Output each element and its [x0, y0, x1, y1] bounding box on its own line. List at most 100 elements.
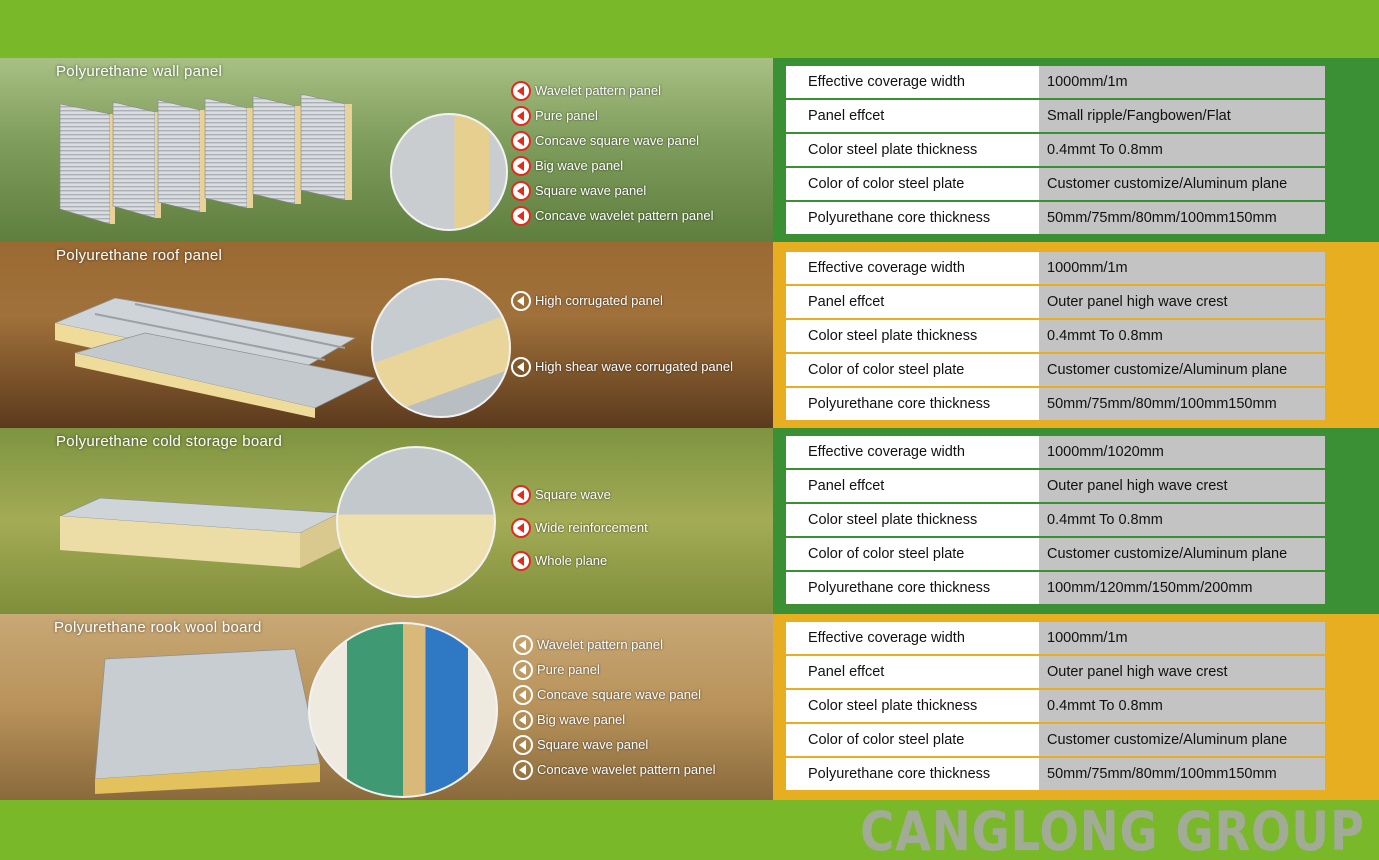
list-item: Concave square wave panel — [511, 128, 714, 153]
rock-wool-panel-image — [95, 648, 321, 794]
list-item: Square wave — [511, 482, 648, 507]
list-item: Pure panel — [513, 657, 716, 682]
spec-key: Color of color steel plate — [786, 354, 1039, 386]
arrow-left-icon — [511, 130, 531, 151]
section-title: Polyurethane roof panel — [56, 247, 223, 264]
list-item: Whole plane — [511, 548, 648, 573]
section-roof-panel: Polyurethane roof panel High corrugated … — [0, 242, 1379, 428]
rock-wool-detail-image — [308, 622, 498, 798]
roof-panel-detail-image — [371, 278, 511, 418]
spec-value: 100mm/120mm/150mm/200mm — [1039, 572, 1325, 604]
spec-value: 1000mm/1m — [1039, 622, 1325, 654]
spec-key: Color of color steel plate — [786, 168, 1039, 200]
spec-value: 1000mm/1020mm — [1039, 436, 1325, 468]
spec-key: Effective coverage width — [786, 436, 1039, 468]
spec-value: 1000mm/1m — [1039, 66, 1325, 98]
list-item: Concave square wave panel — [513, 682, 716, 707]
spec-key: Polyurethane core thickness — [786, 572, 1039, 604]
wall-panel-detail-image — [390, 113, 508, 231]
cold-storage-panel-image — [60, 498, 340, 568]
arrow-left-icon — [511, 484, 531, 505]
spec-value: 0.4mmt To 0.8mm — [1039, 320, 1325, 352]
spec-key: Effective coverage width — [786, 252, 1039, 284]
spec-value: Small ripple/Fangbowen/Flat — [1039, 100, 1325, 132]
wall-panel-type-list: Wavelet pattern panel Pure panel Concave… — [511, 78, 714, 228]
section-cold-storage-board: Polyurethane cold storage board Square w… — [0, 428, 1379, 614]
arrow-left-icon — [511, 550, 531, 571]
roof-panel-type-list: High corrugated panel High shear wave co… — [511, 288, 733, 379]
arrow-left-icon — [511, 105, 531, 126]
section-rock-wool-board: Polyurethane rook wool board Wavelet pat… — [0, 614, 1379, 800]
list-item: High corrugated panel — [511, 288, 733, 313]
section-title: Polyurethane cold storage board — [56, 433, 283, 450]
spec-key: Effective coverage width — [786, 66, 1039, 98]
brand-logo-text: CANGLONG GROUP — [860, 800, 1365, 860]
spec-key: Color steel plate thickness — [786, 504, 1039, 536]
list-item: High shear wave corrugated panel — [511, 354, 733, 379]
section-wall-panel: Polyurethane wall panel Wavelet pattern … — [0, 58, 1379, 242]
arrow-left-icon — [513, 759, 533, 780]
spec-value: 1000mm/1m — [1039, 252, 1325, 284]
spec-value: 0.4mmt To 0.8mm — [1039, 504, 1325, 536]
arrow-left-icon — [513, 684, 533, 705]
spec-key: Color steel plate thickness — [786, 690, 1039, 722]
spec-key: Color steel plate thickness — [786, 134, 1039, 166]
arrow-left-icon — [511, 517, 531, 538]
arrow-left-icon — [513, 709, 533, 730]
top-band — [0, 0, 1379, 58]
spec-value: 50mm/75mm/80mm/100mm150mm — [1039, 202, 1325, 234]
arrow-left-icon — [511, 290, 531, 311]
spec-key: Polyurethane core thickness — [786, 202, 1039, 234]
spec-key: Polyurethane core thickness — [786, 758, 1039, 790]
rock-wool-photo: Polyurethane rook wool board Wavelet pat… — [0, 614, 773, 800]
list-item: Square wave panel — [513, 732, 716, 757]
arrow-left-icon — [511, 205, 531, 226]
rock-wool-type-list: Wavelet pattern panel Pure panel Concave… — [513, 632, 716, 782]
list-item: Wavelet pattern panel — [511, 78, 714, 103]
cold-storage-detail-image — [336, 446, 496, 598]
arrow-left-icon — [511, 180, 531, 201]
list-item: Concave wavelet pattern panel — [511, 203, 714, 228]
spec-value: 50mm/75mm/80mm/100mm150mm — [1039, 758, 1325, 790]
spec-value: Outer panel high wave crest — [1039, 470, 1325, 502]
spec-key: Panel effcet — [786, 470, 1039, 502]
cold-storage-type-list: Square wave Wide reinforcement Whole pla… — [511, 482, 648, 573]
section-title: Polyurethane wall panel — [56, 63, 223, 80]
arrow-left-icon — [513, 734, 533, 755]
list-item: Wavelet pattern panel — [513, 632, 716, 657]
spec-value: Customer customize/Aluminum plane — [1039, 168, 1325, 200]
spec-value: Outer panel high wave crest — [1039, 656, 1325, 688]
roof-panels-image — [55, 297, 375, 418]
list-item: Square wave panel — [511, 178, 714, 203]
spec-value: 50mm/75mm/80mm/100mm150mm — [1039, 388, 1325, 420]
section-title: Polyurethane rook wool board — [54, 619, 262, 636]
arrow-left-icon — [511, 80, 531, 101]
spec-key: Panel effcet — [786, 286, 1039, 318]
arrow-left-icon — [511, 155, 531, 176]
spec-value: Customer customize/Aluminum plane — [1039, 354, 1325, 386]
spec-value: 0.4mmt To 0.8mm — [1039, 134, 1325, 166]
spec-value: Customer customize/Aluminum plane — [1039, 724, 1325, 756]
arrow-left-icon — [511, 356, 531, 377]
spec-value: Customer customize/Aluminum plane — [1039, 538, 1325, 570]
